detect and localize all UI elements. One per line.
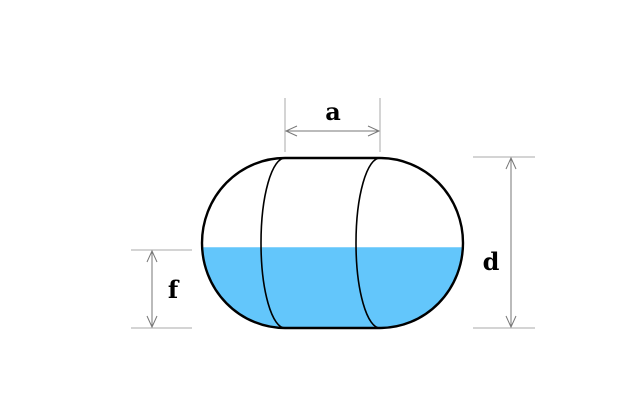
- dimension-f-arrow-bottom: [146, 315, 158, 329]
- dimension-d-arrow-top: [505, 156, 517, 170]
- dimension-f: f: [131, 249, 192, 329]
- dimension-a-arrow-right: [367, 125, 381, 137]
- dimension-f-arrow-top: [146, 249, 158, 263]
- dimension-a-label: a: [325, 97, 341, 126]
- liquid-fill: [202, 248, 463, 328]
- dimension-d: d: [473, 156, 535, 329]
- tank-seam-left: [260, 157, 286, 329]
- dimension-d-arrow-bottom: [505, 315, 517, 329]
- tank-seam-right: [355, 157, 381, 329]
- dimension-a: a: [284, 97, 381, 152]
- dimension-f-label: f: [168, 275, 180, 304]
- tank-outline: [200, 156, 465, 330]
- dimension-a-arrow-left: [284, 125, 298, 137]
- dimension-d-label: d: [483, 247, 500, 276]
